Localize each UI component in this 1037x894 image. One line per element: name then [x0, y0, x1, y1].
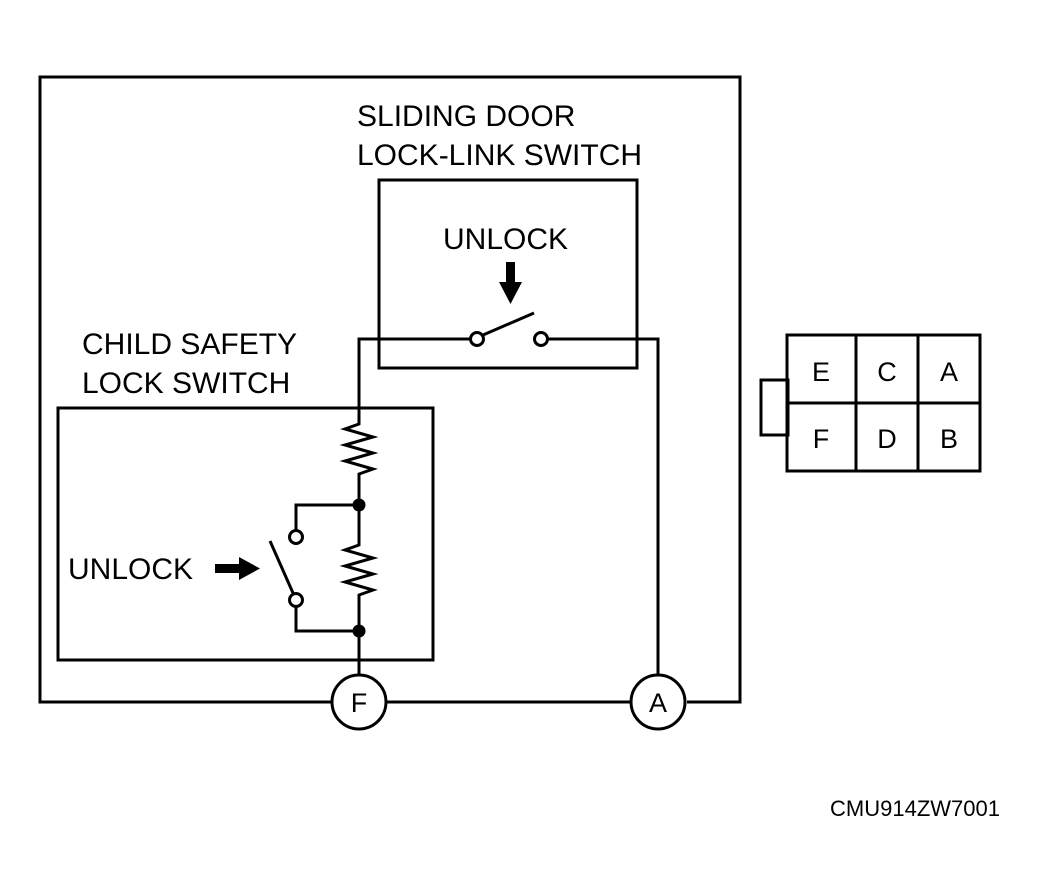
outer-frame	[38, 75, 742, 704]
child-safety-switch: CHILD SAFETY LOCK SWITCH UNLOCK	[56, 328, 435, 662]
terminal-a: A	[629, 673, 687, 731]
connector-pin-b: B	[940, 424, 958, 454]
unlock-arrow-right-icon	[215, 557, 260, 580]
connector-face: E C A F D B	[759, 333, 982, 473]
child-safety-switch-contact	[268, 503, 359, 633]
circuit-wires	[357, 337, 660, 704]
sliding-door-switch-contact	[469, 311, 549, 347]
connector-pin-d: D	[877, 424, 897, 454]
terminal-f-label: F	[351, 688, 368, 718]
child-safety-unlock-label: UNLOCK	[68, 553, 193, 586]
child-safety-switch-title-line1: CHILD SAFETY	[82, 328, 297, 361]
figure-code: CMU914ZW7001	[830, 796, 1000, 821]
sliding-door-switch-title-line2: LOCK-LINK SWITCH	[357, 139, 642, 172]
connector-latch	[759, 378, 790, 437]
sliding-door-switch-box	[377, 178, 639, 370]
sliding-door-switch-title-line1: SLIDING DOOR	[357, 100, 575, 133]
resistor-lower	[339, 505, 379, 631]
connector-pin-f: F	[813, 424, 830, 454]
sliding-door-unlock-label: UNLOCK	[443, 223, 568, 256]
child-safety-switch-box	[56, 406, 435, 662]
terminal-f: F	[330, 673, 388, 731]
sliding-door-switch: SLIDING DOOR LOCK-LINK SWITCH UNLOCK	[357, 100, 642, 370]
terminal-a-label: A	[649, 688, 667, 718]
resistor-upper	[339, 410, 379, 505]
connector-pin-e: E	[812, 357, 830, 387]
child-safety-switch-title-line2: LOCK SWITCH	[82, 367, 290, 400]
connector-pin-a: A	[940, 357, 958, 387]
unlock-arrow-down-icon	[499, 262, 522, 304]
connector-pin-c: C	[877, 357, 897, 387]
